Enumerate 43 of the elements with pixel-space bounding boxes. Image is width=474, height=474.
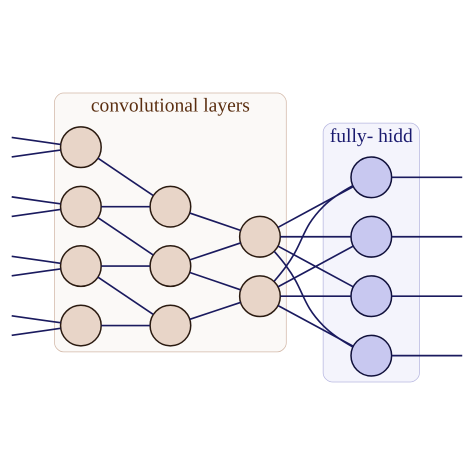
connector <box>278 185 354 228</box>
connector <box>12 136 61 145</box>
node-circle <box>238 274 282 317</box>
connector <box>190 301 241 320</box>
node-circle <box>60 185 102 228</box>
connector <box>12 196 61 204</box>
connector <box>190 212 241 231</box>
node-circle <box>149 244 192 287</box>
connector <box>392 176 462 178</box>
connector <box>12 314 61 324</box>
connector <box>12 208 61 217</box>
connector <box>392 235 462 238</box>
connector <box>278 304 354 346</box>
node-circle <box>350 156 392 198</box>
connector <box>392 294 462 297</box>
node-circle <box>60 304 102 346</box>
connector <box>190 271 241 290</box>
connector <box>274 184 354 282</box>
connector <box>98 276 154 315</box>
node-circle <box>60 126 102 168</box>
node-circle <box>149 304 192 346</box>
connector <box>280 294 351 297</box>
connector <box>12 255 61 264</box>
node-circle <box>238 215 282 258</box>
connector <box>392 354 462 356</box>
connector <box>12 268 61 276</box>
cluster: convolutional layers <box>54 92 287 352</box>
connector <box>101 205 150 207</box>
node-circle <box>149 185 192 228</box>
connector <box>101 324 150 326</box>
connector <box>101 264 150 266</box>
connector <box>280 235 351 238</box>
connector <box>274 250 354 348</box>
node-circle <box>350 334 392 376</box>
connector <box>98 157 154 196</box>
connector <box>12 327 61 336</box>
node-circle <box>60 244 102 287</box>
node-circle <box>350 274 392 317</box>
node-circle <box>350 215 392 258</box>
connector <box>98 216 154 256</box>
connector <box>12 148 61 158</box>
connector <box>190 242 241 260</box>
cluster: fully- hidd <box>322 122 420 382</box>
